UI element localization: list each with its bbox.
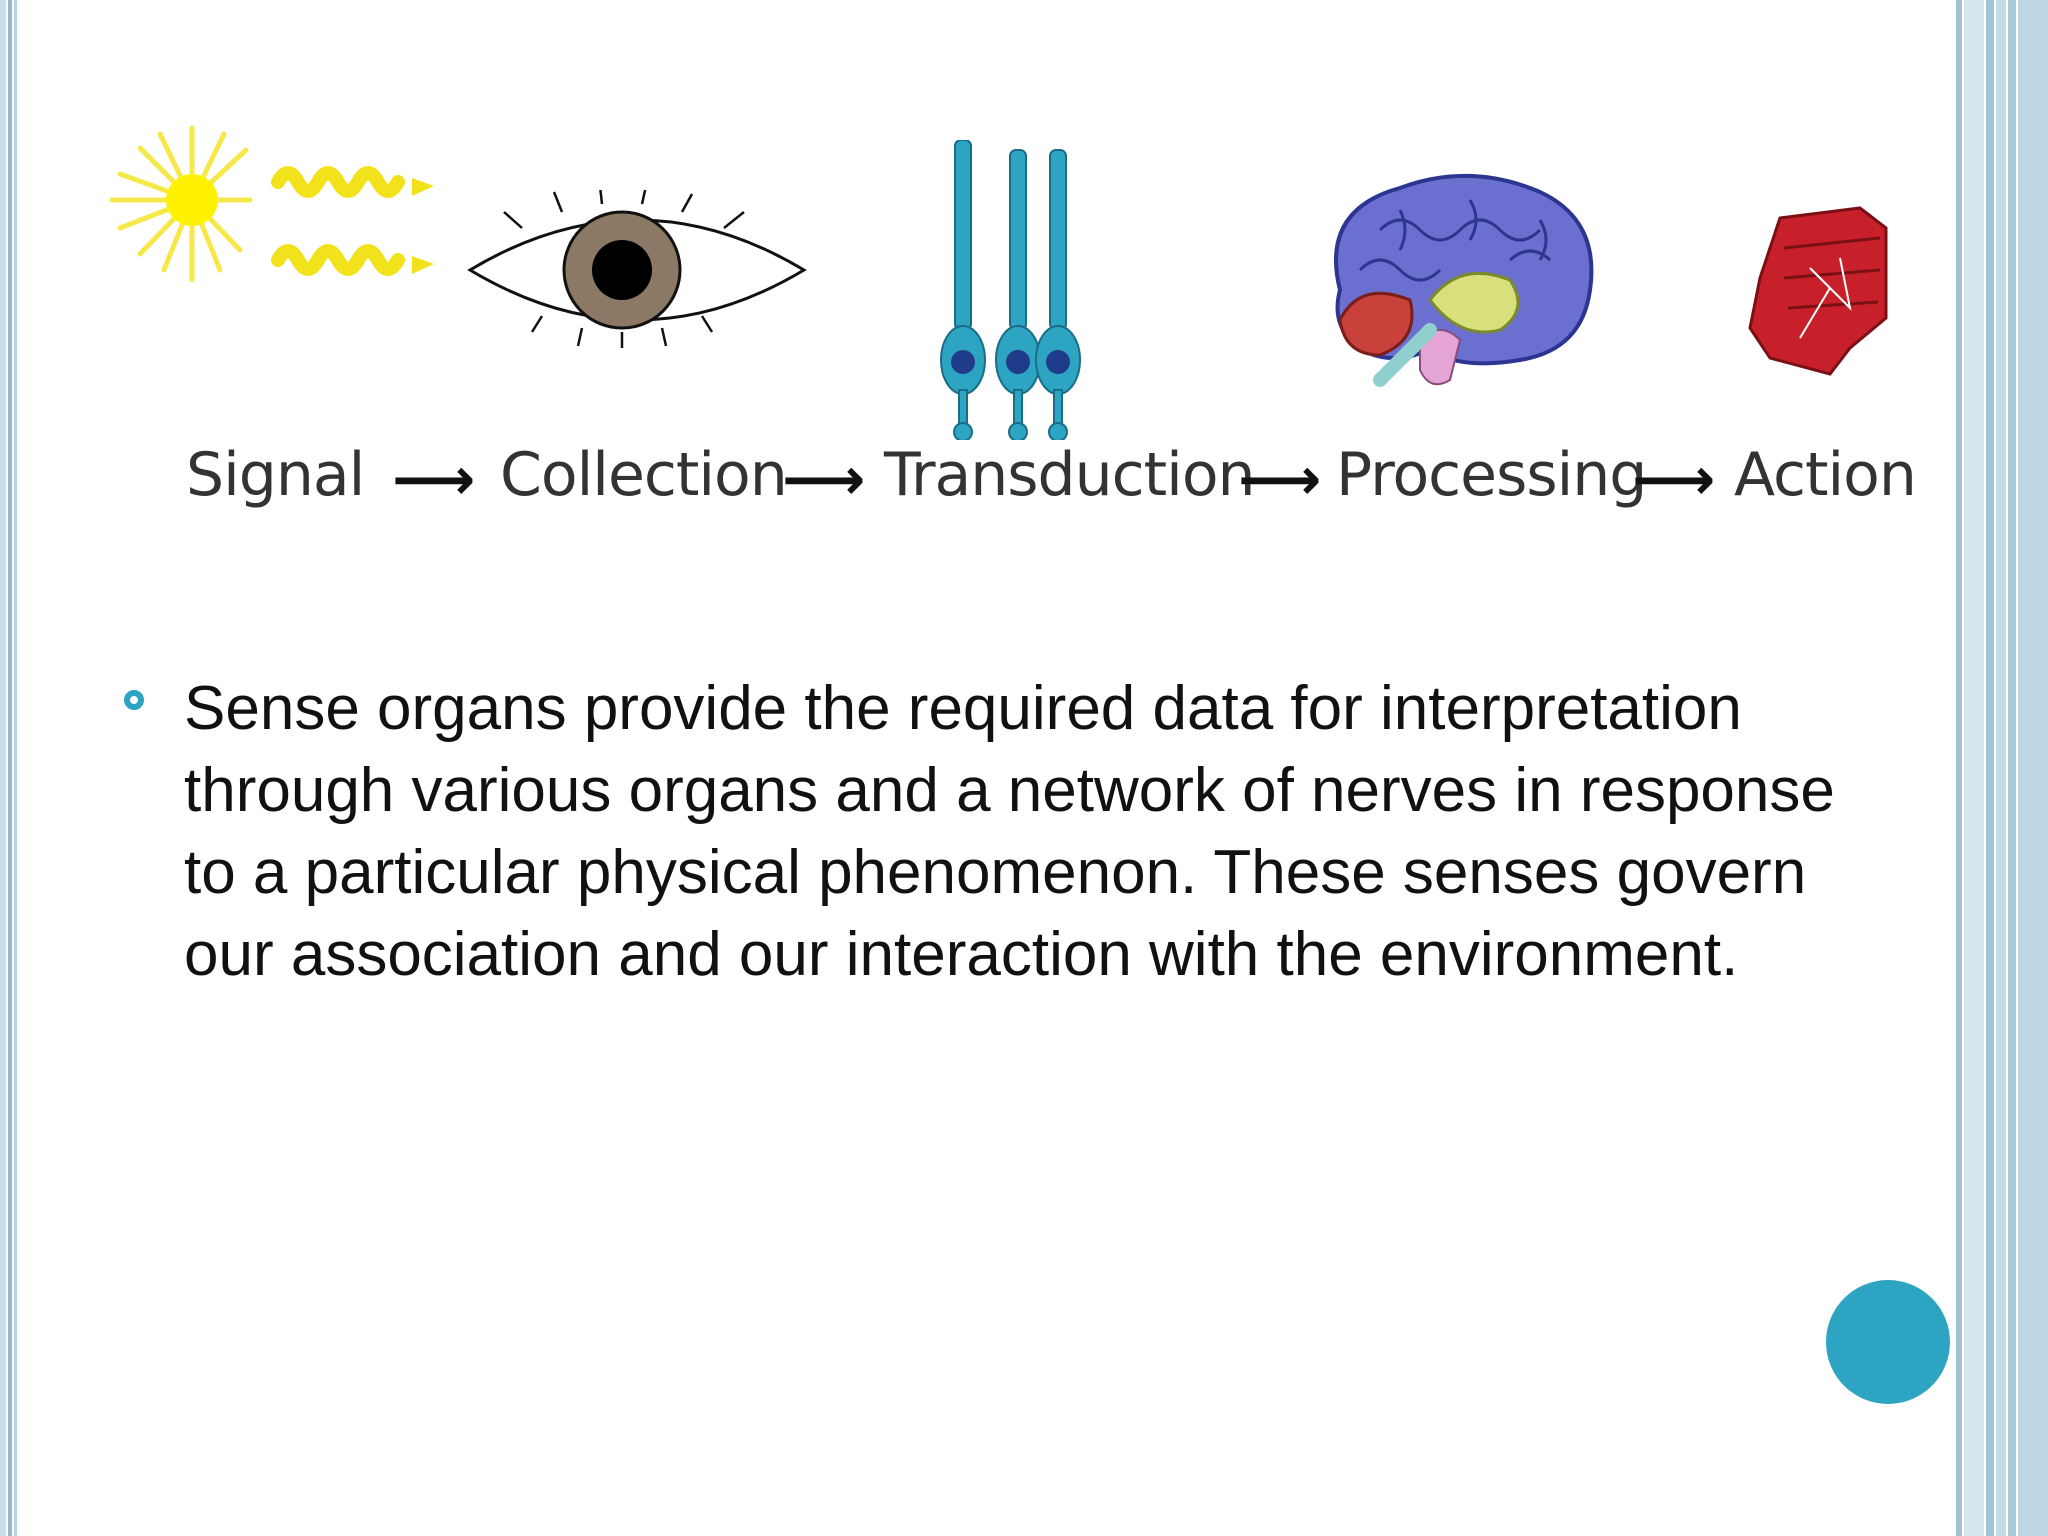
bullet-list: Sense organs provide the required data f… <box>124 668 1844 996</box>
right-border-stripe <box>1996 0 2006 1536</box>
brain-icon <box>1334 173 1594 387</box>
right-border-stripe <box>2008 0 2016 1536</box>
sun-waves-icon <box>109 125 434 283</box>
arrow-icon: ⟶ <box>392 445 476 513</box>
stage-label-signal: Signal <box>186 440 365 510</box>
right-border-stripe <box>1956 0 1962 1536</box>
stage-label-transduction: Transduction <box>884 440 1256 510</box>
left-border-stripe <box>14 0 17 1536</box>
receptor-cells-icon <box>940 140 1081 440</box>
right-border-stripe <box>2018 0 2048 1536</box>
stage-label-collection: Collection <box>500 440 788 510</box>
eye-icon <box>467 190 807 348</box>
decorative-circle <box>1826 1280 1950 1404</box>
right-border-stripe <box>1964 0 1984 1536</box>
right-border-decoration <box>1956 0 2048 1536</box>
fist-icon <box>1748 206 1888 376</box>
right-border-stripe <box>1986 0 1994 1536</box>
left-border-decoration <box>0 0 20 1536</box>
stage-label-action: Action <box>1734 440 1917 510</box>
arrow-icon: ⟶ <box>1238 445 1322 513</box>
arrow-icon: ⟶ <box>1632 445 1716 513</box>
bullet-circle-icon <box>124 690 144 710</box>
left-border-stripe <box>8 0 12 1536</box>
bullet-text: Sense organs provide the required data f… <box>184 674 1835 989</box>
stage-label-processing: Processing <box>1336 440 1647 510</box>
sensory-process-diagram: Signal ⟶ Collection ⟶ Transduction ⟶ Pro… <box>100 120 1920 540</box>
left-border-stripe <box>0 0 6 1536</box>
arrow-icon: ⟶ <box>782 445 866 513</box>
